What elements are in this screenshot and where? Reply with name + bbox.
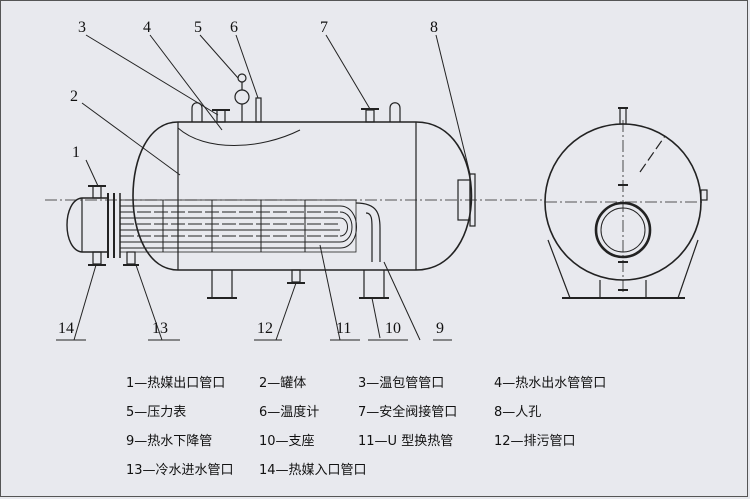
legend-item: 5—压力表: [126, 405, 187, 420]
top-fittings: [191, 73, 401, 123]
legend-item: 12—排污管口: [494, 434, 576, 449]
leader-lines: [56, 34, 471, 341]
legend-row: 13—冷水进水管口 14—热媒入口管口: [126, 459, 726, 488]
callout-1: 1: [72, 144, 80, 161]
legend-item: 8—人孔: [494, 405, 542, 420]
legend-item: 2—罐体: [259, 376, 307, 391]
legend-item: 1—热媒出口管口: [126, 376, 226, 391]
callout-6: 6: [230, 19, 238, 36]
callout-7: 7: [320, 19, 328, 36]
callout-8: 8: [430, 19, 438, 36]
end-view: [544, 107, 708, 299]
legend-item: 10—支座: [259, 434, 315, 449]
legend-item: 4—热水出水管管口: [494, 376, 607, 391]
callout-14: 14: [58, 320, 74, 337]
bottom-fittings: [207, 269, 389, 299]
legend-item: 11—U 型换热管: [358, 434, 454, 449]
callout-13: 13: [152, 320, 168, 337]
callout-4: 4: [143, 19, 151, 36]
legend-item: 6—温度计: [259, 405, 320, 420]
callout-11: 11: [336, 320, 351, 337]
callout-12: 12: [257, 320, 273, 337]
legend-item: 7—安全阀接管口: [358, 405, 458, 420]
legend-row: 5—压力表 6—温度计 7—安全阀接管口 8—人孔: [126, 401, 726, 430]
u-tube-bundle: [119, 199, 357, 253]
legend-item: 13—冷水进水管口: [126, 463, 234, 478]
legend-row: 9—热水下降管 10—支座 11—U 型换热管 12—排污管口: [126, 430, 726, 459]
exchanger-head: [66, 185, 139, 266]
legend-item: 14—热媒入口管口: [259, 463, 367, 478]
manhole: [457, 173, 476, 227]
callout-3: 3: [78, 19, 86, 36]
legend-item: 9—热水下降管: [126, 434, 213, 449]
parts-legend: 1—热媒出口管口 2—罐体 3—温包管管口 4—热水出水管管口 5—压力表 6—…: [126, 372, 726, 488]
legend-row: 1—热媒出口管口 2—罐体 3—温包管管口 4—热水出水管管口: [126, 372, 726, 401]
callout-5: 5: [194, 19, 202, 36]
down-pipe: [355, 202, 381, 262]
legend-item: 3—温包管管口: [358, 376, 445, 391]
callout-2: 2: [70, 88, 78, 105]
callout-9: 9: [436, 320, 444, 337]
callout-10: 10: [385, 320, 401, 337]
